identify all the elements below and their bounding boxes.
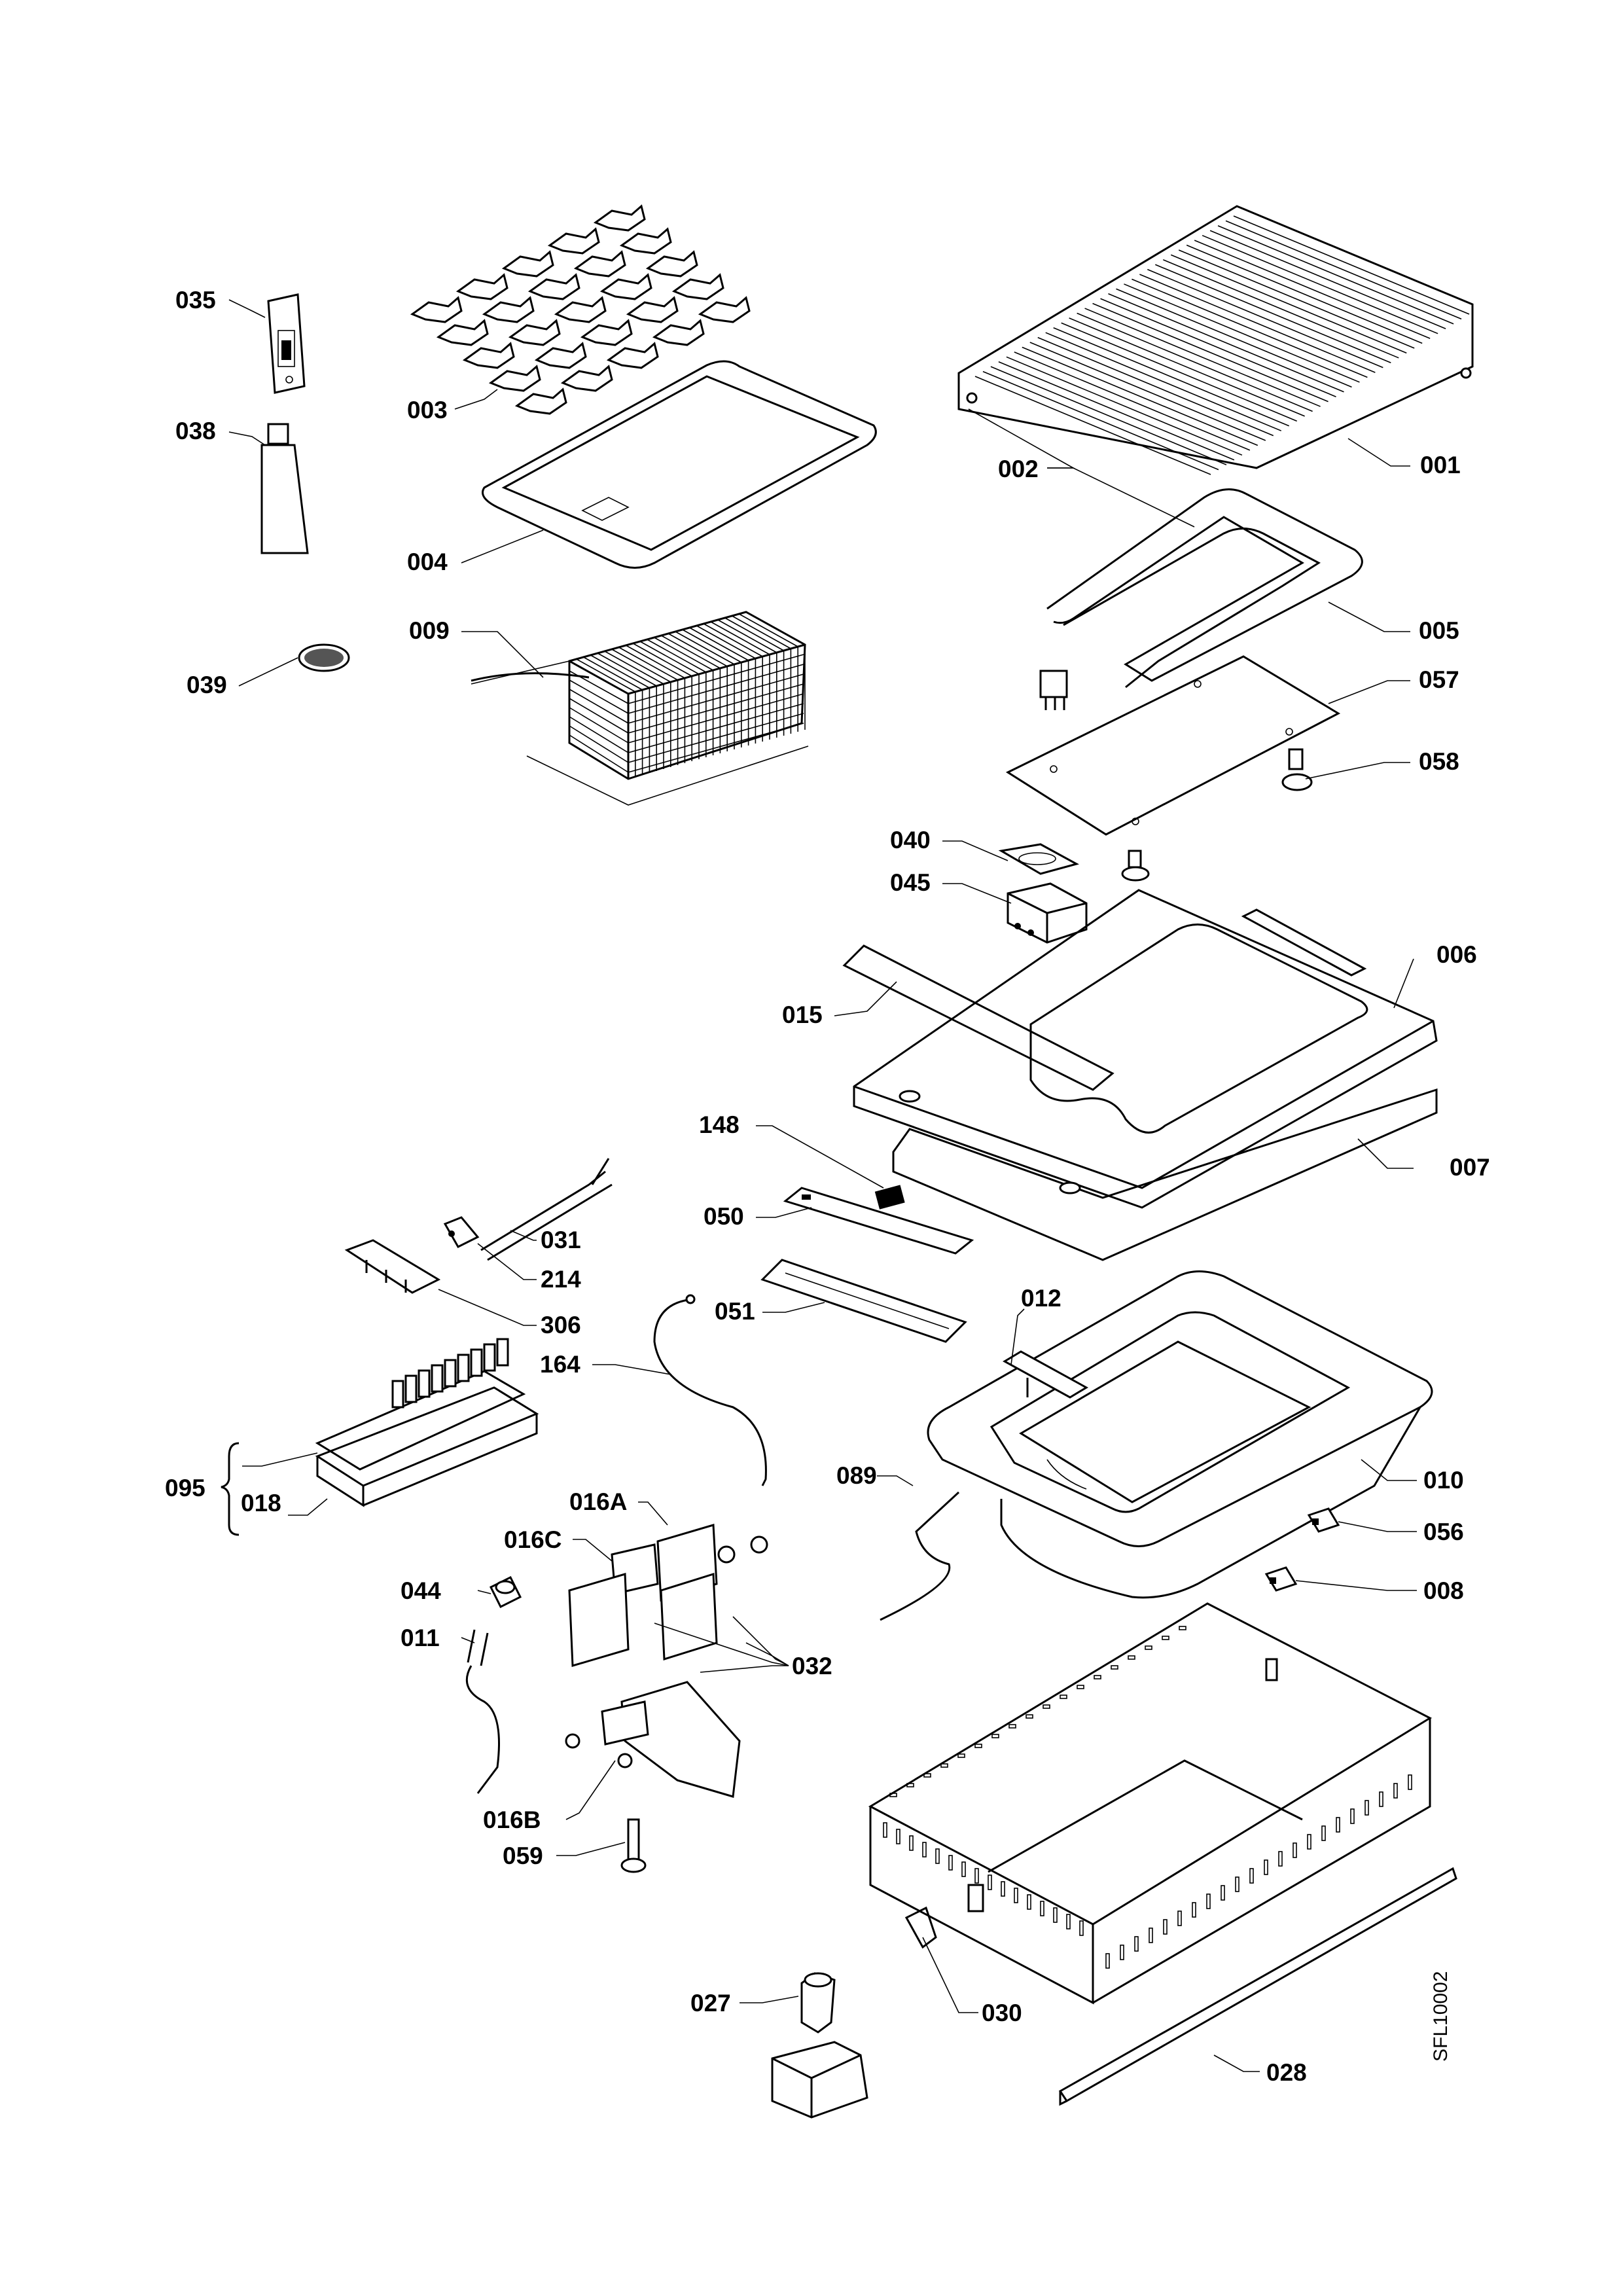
label-011: 011 (401, 1624, 440, 1651)
label-050: 050 (704, 1203, 744, 1230)
label-012: 012 (1021, 1285, 1061, 1312)
label-005: 005 (1419, 617, 1459, 644)
label-045: 045 (890, 869, 931, 896)
part-016-brackets (565, 1524, 768, 1798)
part-306-terminal-strip (344, 1239, 441, 1294)
label-015: 015 (782, 1001, 823, 1028)
part-214-connector (443, 1216, 480, 1248)
label-089: 089 (836, 1462, 877, 1489)
label-001: 001 (1420, 452, 1461, 478)
part-035-tag (267, 293, 306, 394)
part-057-cover-plate (1005, 655, 1341, 836)
part-028-rail (1058, 1867, 1457, 2106)
part-051-board-bracket (760, 1259, 967, 1343)
part-007-frame (892, 1088, 1438, 1261)
part-003-lava-rocks (410, 204, 751, 415)
label-056: 056 (1423, 1518, 1464, 1545)
part-027-grommet (800, 1972, 836, 2034)
part-012-clip (1002, 1350, 1089, 1399)
label-059: 059 (503, 1842, 543, 1869)
part-044-nut (489, 1575, 522, 1609)
label-035: 035 (175, 287, 216, 314)
part-148-ribbon (874, 1185, 905, 1210)
label-044: 044 (401, 1577, 441, 1604)
part-058-foot (1281, 748, 1313, 791)
label-016C: 016C (504, 1526, 562, 1553)
label-039: 039 (187, 672, 227, 698)
part-164-cable (653, 1294, 767, 1486)
part-039-filter-disc (298, 643, 350, 672)
part-001-grill-grate (957, 205, 1474, 475)
label-095: 095 (165, 1475, 205, 1501)
label-058: 058 (1419, 748, 1459, 775)
part-059-bolt (620, 1818, 647, 1873)
label-148: 148 (699, 1111, 740, 1138)
label-164: 164 (540, 1351, 580, 1378)
label-008: 008 (1423, 1577, 1464, 1604)
label-057: 057 (1419, 666, 1459, 693)
part-030-clip (904, 1906, 937, 1949)
part-040-gasket (998, 843, 1079, 875)
part-031-sensor (480, 1158, 613, 1261)
label-214: 214 (541, 1266, 581, 1293)
part-089-sensor-wire (880, 1491, 960, 1621)
label-027: 027 (690, 1990, 731, 2017)
part-009-fryer-basket (471, 611, 809, 806)
label-002: 002 (998, 456, 1039, 482)
part-foot-spare (1121, 850, 1150, 882)
part-056-switch (1307, 1507, 1340, 1533)
part-050-control-board (783, 1187, 974, 1255)
part-015-trim-strip (842, 944, 1115, 1091)
label-016A: 016A (569, 1488, 628, 1515)
part-005-heating-element (1039, 488, 1363, 710)
label-051: 051 (715, 1298, 755, 1325)
part-008-switch (1264, 1566, 1298, 1592)
label-040: 040 (890, 827, 931, 853)
label-007: 007 (1450, 1154, 1490, 1181)
label-031: 031 (541, 1227, 581, 1253)
leader-lines (228, 299, 1417, 2072)
part-095-018-control-housing (315, 1338, 539, 1507)
label-003: 003 (407, 397, 448, 423)
label-030: 030 (982, 2000, 1022, 2026)
part-027-bracket (771, 2041, 868, 2119)
label-038: 038 (175, 418, 216, 444)
document-id: SFL10002 (1430, 1971, 1452, 2062)
label-010: 010 (1423, 1467, 1464, 1494)
bracket-095 (221, 1442, 240, 1536)
label-006: 006 (1436, 941, 1477, 968)
part-004-tray (482, 360, 877, 569)
label-018: 018 (241, 1490, 281, 1516)
label-009: 009 (409, 617, 450, 644)
label-032: 032 (792, 1653, 832, 1679)
part-045-terminal-block (1007, 882, 1088, 944)
label-004: 004 (407, 548, 448, 575)
label-306: 306 (541, 1312, 581, 1338)
label-028: 028 (1266, 2059, 1307, 2086)
part-006-glass-top (853, 889, 1438, 1209)
part-038-grease-tube (260, 423, 309, 554)
part-010-basin (927, 1270, 1433, 1599)
label-016B: 016B (483, 1806, 541, 1833)
part-housing-box (868, 1602, 1433, 2005)
part-011-sensor (465, 1629, 500, 1794)
